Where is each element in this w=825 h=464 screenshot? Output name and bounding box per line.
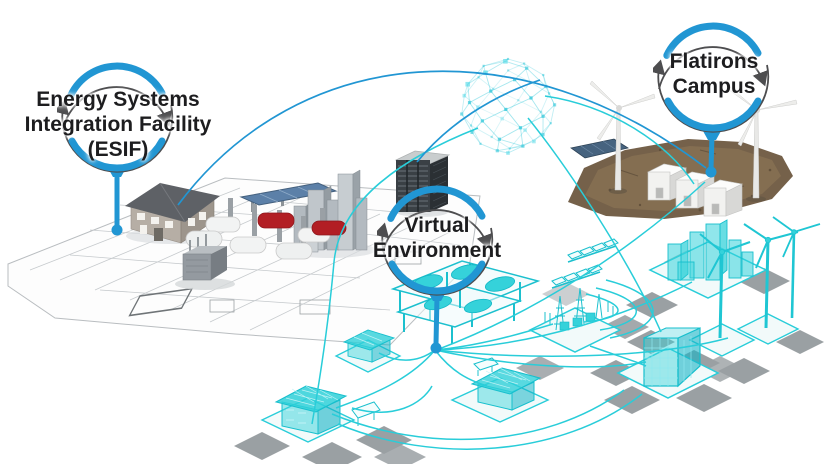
transformer — [175, 234, 235, 290]
wind-turbine-left — [589, 80, 656, 194]
flatirons-pin — [703, 131, 721, 178]
flatirons-label: Flatirons Campus — [648, 50, 780, 100]
ev-charging-cars — [185, 198, 347, 260]
curve-sphere-to-datacenter — [527, 117, 662, 333]
flatirons-label-line2: Campus — [672, 74, 756, 98]
network-sphere — [460, 57, 557, 155]
esif-label-line1: Energy Systems — [36, 88, 200, 111]
virtual-environment-label-line1: Virtual — [404, 214, 470, 237]
virtual-house-b — [450, 357, 550, 423]
curve-sphere-to-house-c — [311, 127, 479, 425]
curve-sphere-to-server-rack — [416, 79, 541, 163]
virtual-house-a — [334, 329, 402, 373]
curve-esif-to-flatirons — [177, 70, 707, 206]
flatirons-label-line1: Flatirons — [669, 50, 759, 73]
virtual-environment-label-line2: Environment — [372, 238, 502, 262]
esif-label-line3: (ESIF) — [87, 137, 149, 161]
connection-curves — [177, 70, 729, 450]
solar-array — [570, 138, 630, 159]
battery-containers — [647, 163, 743, 217]
virtual-environment-label: Virtual Environment — [332, 214, 542, 264]
virtual-substation — [528, 287, 622, 353]
curve-sphere-to-flatirons — [544, 95, 695, 185]
virtual-house-c — [260, 385, 381, 443]
curve-flatirons-to-ve-hub — [438, 181, 706, 350]
esif-label-line2: Integration Facility — [24, 112, 212, 136]
virtual-city-skyline — [648, 219, 768, 299]
virtual-solar-rows — [551, 238, 619, 289]
esif-label: Energy Systems Integration Facility (ESI… — [0, 88, 238, 162]
